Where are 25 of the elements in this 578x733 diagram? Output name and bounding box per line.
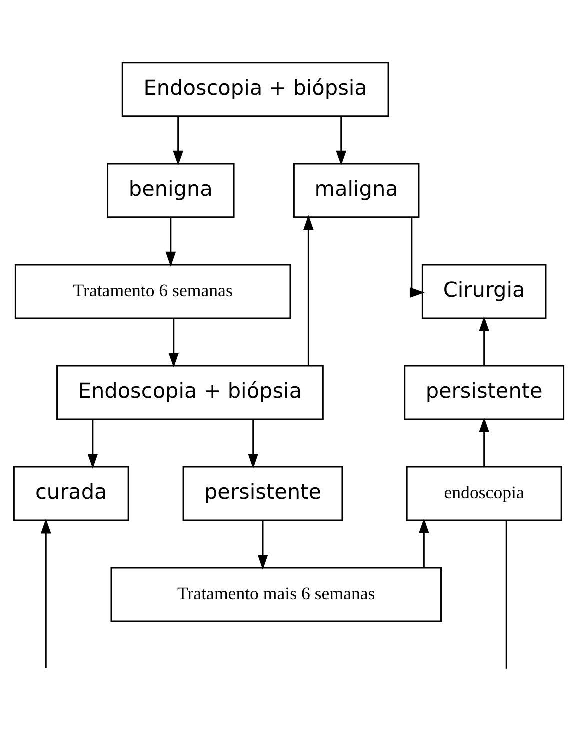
arrow bbox=[258, 520, 268, 570]
arrow bbox=[88, 420, 98, 469]
arrow bbox=[248, 420, 259, 469]
node-box: maligna bbox=[293, 163, 420, 218]
node-box: Tratamento 6 semanas bbox=[14, 264, 292, 320]
node-box: persistente bbox=[182, 466, 344, 522]
arrow bbox=[173, 116, 184, 166]
arrow bbox=[479, 316, 490, 366]
arrow bbox=[166, 218, 176, 267]
node-box: Cirurgia bbox=[422, 264, 547, 320]
node-box: benigna bbox=[107, 163, 235, 218]
node-box: Endoscopia + biópsia bbox=[122, 62, 390, 118]
node-box: endoscopia bbox=[406, 466, 562, 522]
arrow bbox=[40, 518, 52, 668]
connector bbox=[506, 520, 508, 669]
arrow bbox=[410, 218, 425, 298]
arrow bbox=[479, 418, 490, 467]
arrow bbox=[168, 318, 180, 368]
node-box: curada bbox=[13, 466, 130, 522]
arrow bbox=[418, 518, 430, 568]
arrow bbox=[303, 215, 314, 366]
node-box: persistente bbox=[404, 365, 565, 420]
node-box: Endoscopia + biópsia bbox=[56, 365, 324, 420]
arrow bbox=[336, 116, 347, 166]
node-box: Tratamento mais 6 semanas bbox=[110, 567, 442, 622]
